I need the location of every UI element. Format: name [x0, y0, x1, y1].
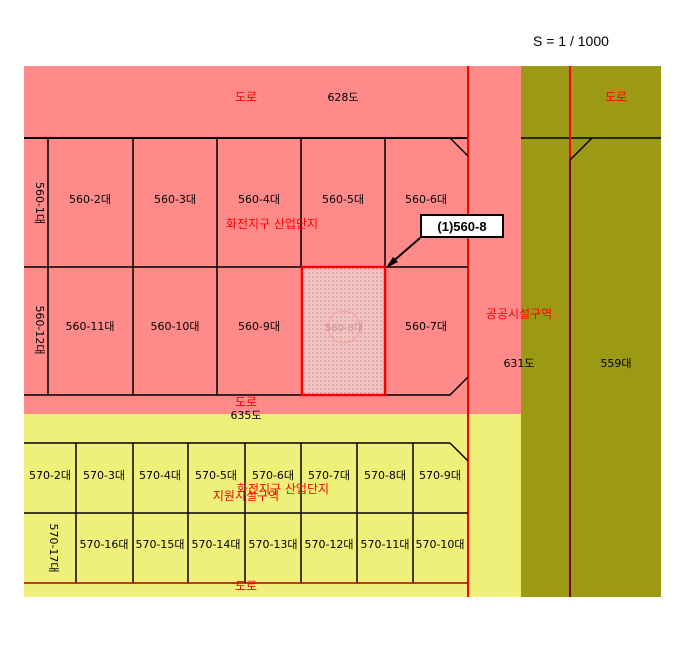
lot-label: 570-12대: [304, 538, 353, 551]
lot-label: 570-11대: [360, 538, 409, 551]
lot-label: 560-12대: [33, 305, 46, 354]
lot-label: 570-14대: [191, 538, 240, 551]
industrial-zone-area: [24, 66, 521, 414]
lot-label: 560-10대: [150, 320, 199, 333]
lot-label: 560-11대: [65, 320, 114, 333]
callout-box: (1)560-8: [420, 214, 504, 238]
lot-631-label: 631도: [503, 357, 534, 370]
lot-label: 570-3대: [83, 469, 125, 482]
lot-label: 570-6대: [252, 469, 294, 482]
lot-label: 570-9대: [419, 469, 461, 482]
lot-label: 560-7대: [405, 320, 447, 333]
lot-label: 570-16대: [79, 538, 128, 551]
road-top-number: 628도: [327, 91, 358, 104]
public-zone-label: 공공시설구역: [486, 307, 552, 321]
lot-label: 560-9대: [238, 320, 280, 333]
lot-label: 560-2대: [69, 193, 111, 206]
road-mid-number: 635도: [230, 409, 261, 422]
lot-label: 560-6대: [405, 193, 447, 206]
lot-label: 560-4대: [238, 193, 280, 206]
lot-label: 570-13대: [248, 538, 297, 551]
olive-zone: [521, 66, 661, 597]
lot-559-label: 559대: [600, 357, 631, 370]
lot-label: 560-1대: [33, 182, 46, 224]
lot-label: 570-15대: [135, 538, 184, 551]
lot-label: 570-2대: [29, 469, 71, 482]
lot-label: 570-5대: [195, 469, 237, 482]
lot-label: 560-5대: [322, 193, 364, 206]
road-top-label: 도로: [235, 90, 257, 104]
road-bottom-label: 도로: [235, 579, 257, 593]
public-zone-yellow: [468, 414, 521, 597]
lot-label: 570-4대: [139, 469, 181, 482]
selected-lot-label: 560-8대: [325, 322, 363, 334]
lot-label: 570-7대: [308, 469, 350, 482]
selected-lot-560-8: [300, 265, 387, 397]
road-mid-label: 도로: [235, 395, 257, 409]
zone-upper-label: 화전지구 산업단지: [226, 217, 318, 231]
road-right-label: 도로: [605, 90, 627, 104]
lot-label: 570-17대: [47, 523, 60, 572]
zone-lower2-label: 지원시설구역: [213, 489, 279, 503]
selected-lot-marker: [327, 310, 361, 344]
lot-label: 570-10대: [415, 538, 464, 551]
lot-label: 570-8대: [364, 469, 406, 482]
support-zone-area: [24, 414, 521, 597]
scale-label: S = 1 / 1000: [533, 33, 609, 49]
zone-lower-label: 화전지구 산업단지: [237, 482, 329, 496]
lot-label: 560-3대: [154, 193, 196, 206]
